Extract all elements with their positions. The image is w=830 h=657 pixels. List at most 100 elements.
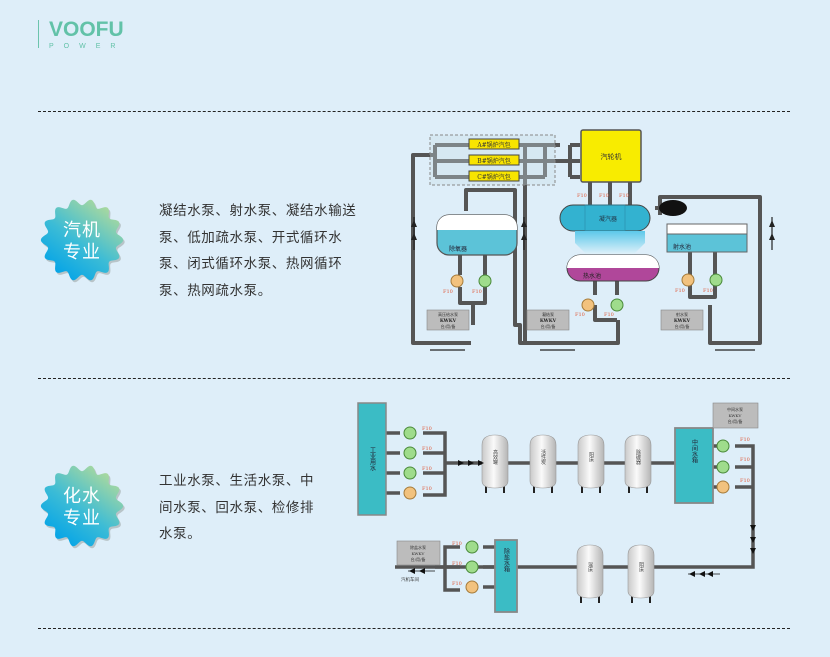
svg-text:台/用/备: 台/用/备 bbox=[675, 323, 690, 329]
pump-icon bbox=[450, 274, 464, 288]
svg-text:台/用/备: 台/用/备 bbox=[728, 418, 743, 424]
badge-line1: 汽机 bbox=[63, 220, 101, 241]
hotwell-label: 热水池 bbox=[583, 272, 601, 280]
vessel-label: 阴床 bbox=[638, 561, 644, 573]
svg-text:台/用/备: 台/用/备 bbox=[411, 556, 426, 562]
wavy-badge-shape bbox=[40, 465, 125, 549]
boiler-drum-c bbox=[468, 170, 520, 182]
svg-text:KWKV: KWKV bbox=[729, 413, 742, 418]
valve-tag: F10 bbox=[422, 486, 432, 492]
valve-tag: F10 bbox=[422, 466, 432, 472]
boiler-label-a: A#锅炉汽包 bbox=[476, 141, 510, 149]
svg-text:除盐水泵: 除盐水泵 bbox=[410, 544, 426, 550]
brand-logo: VOOFU POWER bbox=[38, 18, 125, 50]
pump-icon bbox=[403, 486, 417, 500]
desalt-pump-info-box: 除盐水泵 KWKV 台/用/备 bbox=[396, 540, 441, 566]
valve-tag: F10 bbox=[740, 437, 750, 443]
badge-line2: 专业 bbox=[63, 242, 101, 263]
jet-pool-label: 射水池 bbox=[673, 243, 691, 251]
valve-tag: F10 bbox=[703, 288, 713, 294]
valve-tag: F10 bbox=[452, 541, 462, 547]
pump-icon bbox=[716, 480, 730, 494]
section-divider bbox=[38, 111, 790, 112]
svg-text:台/用/备: 台/用/备 bbox=[541, 323, 556, 329]
badge-line1: 化水 bbox=[63, 486, 101, 507]
valve-tag: F10 bbox=[675, 288, 685, 294]
valve-tag: F10 bbox=[740, 478, 750, 484]
svg-text:凝结泵: 凝结泵 bbox=[542, 311, 554, 317]
brand-name: VOOFU bbox=[49, 18, 124, 41]
svg-text:KWKV: KWKV bbox=[440, 318, 457, 324]
valve-tag: F10 bbox=[472, 289, 482, 295]
valve-tag: F10 bbox=[577, 193, 587, 199]
svg-text:高压给水泵: 高压给水泵 bbox=[438, 311, 458, 317]
svg-text:KWKV: KWKV bbox=[674, 318, 691, 324]
desalt-tank-label: 除盐水箱 bbox=[503, 547, 510, 573]
badge-line2: 专业 bbox=[63, 508, 101, 529]
pump-info-box: 高压给水泵 KWKV 台/用/备 bbox=[426, 309, 470, 331]
pump-info-box: 射水泵 KWKV 台/用/备 bbox=[660, 309, 704, 331]
pump-icon bbox=[465, 560, 479, 574]
boiler-drum-b bbox=[468, 154, 520, 166]
valve-tag: F10 bbox=[422, 426, 432, 432]
boiler-drums: A#锅炉汽包 B#锅炉汽包 C#锅炉汽包 bbox=[468, 138, 520, 182]
pump-icon bbox=[403, 466, 417, 480]
pump-icon bbox=[709, 273, 723, 287]
filter-vessel: 活性炭 bbox=[529, 434, 557, 493]
pump-icon bbox=[681, 273, 695, 287]
turbine bbox=[580, 129, 642, 183]
valve-tag: F10 bbox=[452, 561, 462, 567]
industrial-tank-label: 工业用水 bbox=[369, 447, 376, 471]
boiler-drum-a bbox=[468, 138, 520, 150]
vessel-label: 活性炭 bbox=[540, 449, 546, 466]
section-description: 凝结水泵、射水泵、凝结水输送泵、低加疏水泵、开式循环水泵、闭式循环水泵、热网循环… bbox=[159, 203, 357, 299]
pump-icon bbox=[716, 460, 730, 474]
deaerator-label: 除氧器 bbox=[449, 245, 467, 253]
vessels-bottom: 混床 阴床 bbox=[576, 544, 655, 603]
vessels-top: 高效罐 活性炭 阳床 除碳器 bbox=[481, 434, 652, 493]
jet-ejector bbox=[659, 200, 687, 216]
condenser-label: 凝汽器 bbox=[599, 215, 617, 223]
water-treatment-diagram: 工业用水 中间水箱 除盐水箱 高效罐活性炭阳床除碳器 混床阴床 F10 F10 … bbox=[357, 402, 759, 613]
valve-tag: F10 bbox=[740, 457, 750, 463]
boiler-label-b: B#锅炉汽包 bbox=[477, 157, 510, 165]
valve-tag: F10 bbox=[599, 193, 609, 199]
filter-vessel: 高效罐 bbox=[481, 434, 509, 493]
filter-vessel: 阳床 bbox=[577, 434, 605, 493]
svg-text:KWKV: KWKV bbox=[540, 318, 557, 324]
valve-tag: F10 bbox=[422, 446, 432, 452]
valve-tag: F10 bbox=[452, 581, 462, 587]
section-divider bbox=[38, 628, 790, 629]
industrial-water-tank bbox=[357, 402, 387, 516]
vessel-label: 高效罐 bbox=[492, 449, 498, 466]
pump-icon bbox=[403, 426, 417, 440]
brand-subtitle: POWER bbox=[49, 43, 126, 50]
filter-vessel: 混床 bbox=[576, 544, 604, 603]
middle-pump-info-box: 中间水泵 KWKV 台/用/备 bbox=[712, 402, 759, 429]
valve-tag: F10 bbox=[619, 193, 629, 199]
desalted-water-tank bbox=[494, 539, 518, 613]
pumps bbox=[403, 426, 730, 594]
badge-turbine: 汽机 专业 bbox=[36, 196, 128, 288]
outlet-label: 汽机车间 bbox=[401, 576, 419, 583]
filter-vessel: 除碳器 bbox=[624, 434, 652, 493]
svg-text:KWKV: KWKV bbox=[412, 551, 425, 556]
pump-icon bbox=[478, 274, 492, 288]
valve-tag: F10 bbox=[604, 312, 614, 318]
middle-tank-label: 中间水箱 bbox=[691, 438, 698, 464]
pump-icon bbox=[610, 298, 624, 312]
valve-tag: F10 bbox=[575, 312, 585, 318]
vessel-label: 阳床 bbox=[588, 451, 594, 463]
badge-water-treatment: 化水 专业 bbox=[36, 462, 128, 554]
turbine-system-diagram: A#锅炉汽包 B#锅炉汽包 C#锅炉汽包 汽轮机 F10 F10 F10 凝汽器… bbox=[411, 129, 775, 351]
pump-icon bbox=[716, 439, 730, 453]
section-description: 工业水泵、生活水泵、中间水泵、回水泵、检修排水泵。 bbox=[159, 473, 315, 542]
pumps bbox=[450, 273, 723, 312]
svg-text:中间水泵: 中间水泵 bbox=[727, 406, 743, 412]
vessel-label: 混床 bbox=[587, 561, 593, 573]
pump-icon bbox=[581, 298, 595, 312]
wavy-badge-shape bbox=[40, 199, 125, 283]
middle-water-tank bbox=[674, 427, 714, 504]
pump-icon bbox=[403, 446, 417, 460]
pump-icon bbox=[465, 580, 479, 594]
